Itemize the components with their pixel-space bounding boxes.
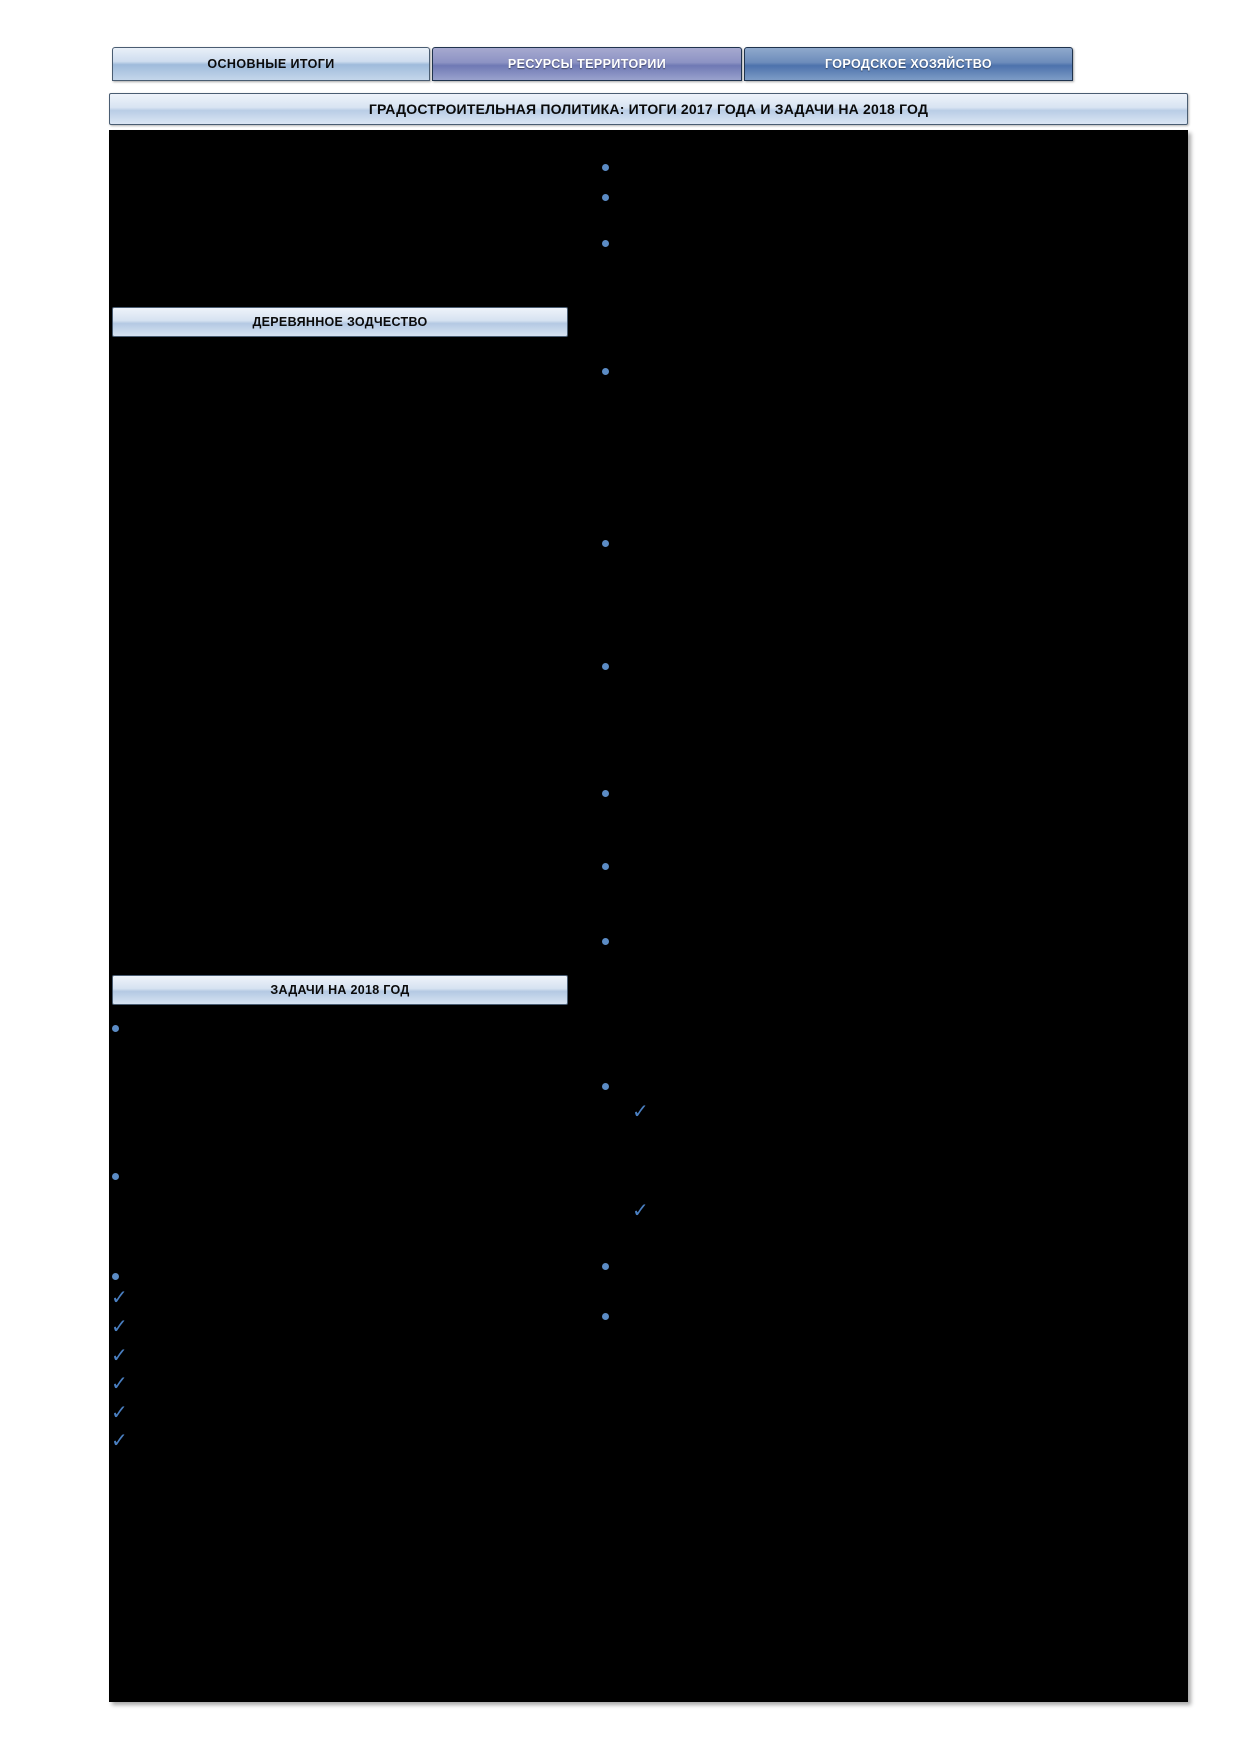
bullet-point (602, 1313, 609, 1320)
section-header-label: ЗАДАЧИ НА 2018 ГОД (270, 983, 410, 997)
tab-gorodskoe-hozyaystvo[interactable]: ГОРОДСКОЕ ХОЗЯЙСТВО (744, 47, 1073, 81)
section-header-label: ДЕРЕВЯННОЕ ЗОДЧЕСТВО (252, 315, 428, 329)
bullet-point (602, 194, 609, 201)
check-icon: ✓ (632, 1198, 649, 1222)
content-area: ДЕРЕВЯННОЕ ЗОДЧЕСТВО ЗАДАЧИ НА 2018 ГОД … (109, 130, 1188, 1702)
bullet-point (602, 1083, 609, 1090)
check-icon: ✓ (111, 1371, 128, 1395)
bullet-point (602, 663, 609, 670)
check-icon: ✓ (111, 1428, 128, 1452)
check-icon: ✓ (632, 1099, 649, 1123)
tab-resursy-territorii[interactable]: РЕСУРСЫ ТЕРРИТОРИИ (432, 47, 742, 81)
bullet-point (602, 240, 609, 247)
tab-label: ОСНОВНЫЕ ИТОГИ (207, 57, 335, 71)
page-title-text: ГРАДОСТРОИТЕЛЬНАЯ ПОЛИТИКА: ИТОГИ 2017 Г… (368, 101, 929, 117)
bullet-point (602, 938, 609, 945)
tab-strip: ОСНОВНЫЕ ИТОГИ РЕСУРСЫ ТЕРРИТОРИИ ГОРОДС… (112, 47, 1187, 81)
check-icon: ✓ (111, 1400, 128, 1424)
bullet-point (602, 790, 609, 797)
section-header-zadachi-2018: ЗАДАЧИ НА 2018 ГОД (112, 975, 568, 1005)
tab-osnovnye-itogi[interactable]: ОСНОВНЫЕ ИТОГИ (112, 47, 430, 81)
section-header-derevyannoe-zodchestvo: ДЕРЕВЯННОЕ ЗОДЧЕСТВО (112, 307, 568, 337)
bullet-point (602, 863, 609, 870)
check-icon: ✓ (111, 1343, 128, 1367)
bullet-point (112, 1273, 119, 1280)
bullet-point (112, 1025, 119, 1032)
bullet-point (602, 368, 609, 375)
page-title: ГРАДОСТРОИТЕЛЬНАЯ ПОЛИТИКА: ИТОГИ 2017 Г… (109, 93, 1188, 125)
tab-label: РЕСУРСЫ ТЕРРИТОРИИ (507, 57, 667, 71)
bullet-point (602, 164, 609, 171)
tab-label: ГОРОДСКОЕ ХОЗЯЙСТВО (824, 57, 993, 71)
check-icon: ✓ (111, 1285, 128, 1309)
bullet-point (112, 1173, 119, 1180)
bullet-point (602, 540, 609, 547)
check-icon: ✓ (111, 1314, 128, 1338)
bullet-point (602, 1263, 609, 1270)
